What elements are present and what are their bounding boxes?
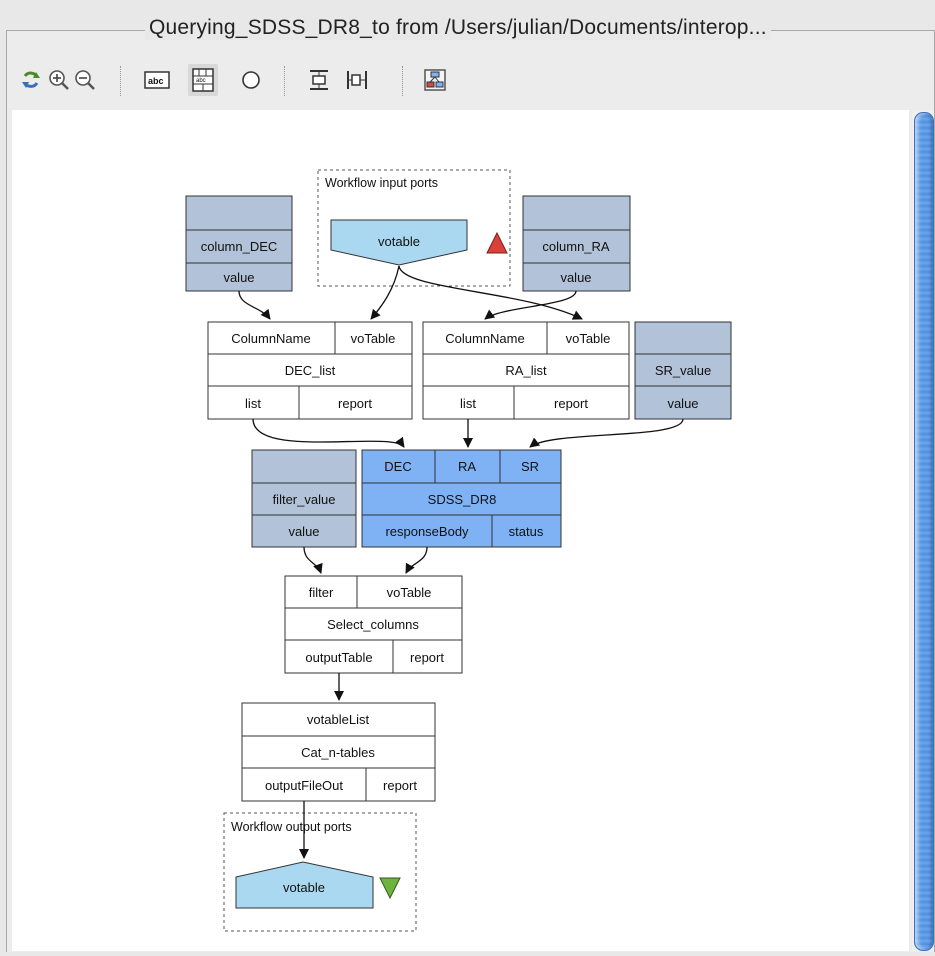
workflow-diagram: Workflow input ports votable column_DEC … xyxy=(185,169,732,932)
input-warning-triangle-icon xyxy=(486,231,508,254)
input-port-votable[interactable] xyxy=(330,219,468,266)
ra-list-processor[interactable]: ColumnName voTable RA_list list report xyxy=(422,321,630,420)
select-out-outputtable: outputTable xyxy=(305,650,372,665)
toolbar: abc abc xyxy=(12,62,912,102)
select-in-votable: voTable xyxy=(387,585,432,600)
input-port-label: votable xyxy=(378,234,420,249)
select-columns-processor[interactable]: filter voTable Select_columns outputTabl… xyxy=(284,575,463,674)
sdss-name: SDSS_DR8 xyxy=(428,492,497,507)
sr-value-name: SR_value xyxy=(655,363,711,378)
blob-view-icon[interactable] xyxy=(236,64,266,96)
cat-name: Cat_n-tables xyxy=(301,745,375,760)
cat-out-report: report xyxy=(383,778,417,793)
filter-value-name: filter_value xyxy=(273,492,336,507)
ra-list-out-report: report xyxy=(554,396,588,411)
sdss-out-responsebody: responseBody xyxy=(385,524,469,539)
ra-list-in-columnname: ColumnName xyxy=(445,331,524,346)
cat-out-outputfileout: outputFileOut xyxy=(265,778,343,793)
select-name: Select_columns xyxy=(327,617,419,632)
dec-list-out-list: list xyxy=(245,396,261,411)
select-out-report: report xyxy=(410,650,444,665)
sdss-dr8-service[interactable]: DEC RA SR SDSS_DR8 responseBody status xyxy=(361,449,562,548)
sdss-in-dec: DEC xyxy=(384,459,411,474)
connections xyxy=(238,265,684,859)
separator xyxy=(284,66,285,96)
dec-list-name: DEC_list xyxy=(285,363,336,378)
sdss-in-sr: SR xyxy=(521,459,539,474)
workflow-output-ports-group: Workflow output ports votable xyxy=(223,812,417,932)
output-port-votable[interactable] xyxy=(235,861,374,909)
select-in-filter: filter xyxy=(309,585,334,600)
dec-list-processor[interactable]: ColumnName voTable DEC_list list report xyxy=(207,321,413,420)
filter-value-output: value xyxy=(288,524,319,539)
align-horizontal-icon[interactable] xyxy=(342,64,372,96)
refresh-icon[interactable] xyxy=(16,64,46,96)
sdss-in-ra: RA xyxy=(458,459,476,474)
zoom-in-icon[interactable] xyxy=(44,64,74,96)
panel-title: Querying_SDSS_DR8_to from /Users/julian/… xyxy=(145,16,771,40)
output-ok-triangle-icon xyxy=(379,877,401,900)
diagram-icon[interactable] xyxy=(420,64,450,96)
ra-list-name: RA_list xyxy=(505,363,547,378)
sdss-out-status: status xyxy=(509,524,544,539)
column-dec-name: column_DEC xyxy=(201,239,278,254)
workflow-input-ports-group: Workflow input ports votable xyxy=(317,169,511,287)
sr-value-output: value xyxy=(667,396,698,411)
column-dec-processor[interactable]: column_DEC value xyxy=(185,195,293,292)
ra-list-in-votable: voTable xyxy=(566,331,611,346)
column-ra-processor[interactable]: column_RA value xyxy=(522,195,631,292)
sr-value-processor[interactable]: SR_value value xyxy=(634,321,732,420)
column-ra-name: column_RA xyxy=(542,239,610,254)
show-ports-icon[interactable]: abc xyxy=(188,64,218,96)
input-ports-label: Workflow input ports xyxy=(325,176,438,190)
zoom-out-icon[interactable] xyxy=(70,64,100,96)
show-labels-icon[interactable]: abc xyxy=(142,64,172,96)
ra-list-out-list: list xyxy=(460,396,476,411)
diagram-canvas[interactable]: Workflow input ports votable column_DEC … xyxy=(12,110,909,951)
column-dec-output: value xyxy=(223,270,254,285)
output-port-label: votable xyxy=(283,880,325,895)
separator xyxy=(120,66,121,96)
svg-text:abc: abc xyxy=(148,76,164,86)
dec-list-in-votable: voTable xyxy=(351,331,396,346)
separator xyxy=(402,66,403,96)
filter-value-processor[interactable]: filter_value value xyxy=(251,449,357,548)
dec-list-in-columnname: ColumnName xyxy=(231,331,310,346)
align-vertical-icon[interactable] xyxy=(304,64,334,96)
dec-list-out-report: report xyxy=(338,396,372,411)
output-ports-label: Workflow output ports xyxy=(231,820,352,834)
cat-in-votablelist: votableList xyxy=(307,712,370,727)
svg-text:abc: abc xyxy=(196,78,206,84)
column-ra-output: value xyxy=(560,270,591,285)
vertical-scrollbar-thumb[interactable] xyxy=(914,112,934,951)
cat-n-tables-processor[interactable]: votableList Cat_n-tables outputFileOut r… xyxy=(241,702,436,802)
